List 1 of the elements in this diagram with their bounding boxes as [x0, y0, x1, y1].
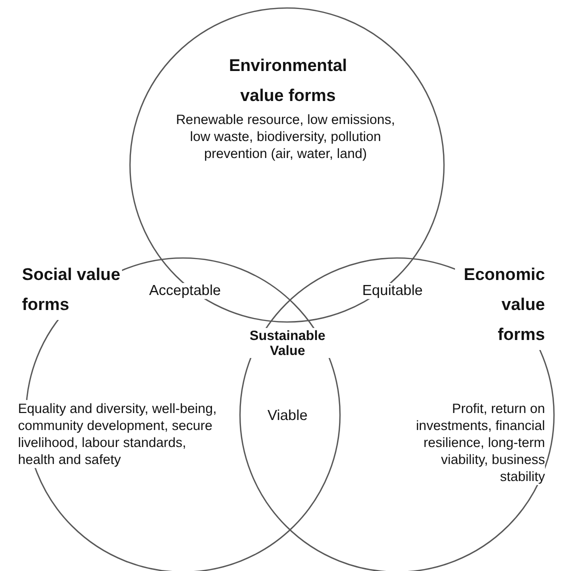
circle-description: Equality and diversity, well-being, community development, secure livelihood, labour standards, health and safety: [18, 400, 218, 468]
